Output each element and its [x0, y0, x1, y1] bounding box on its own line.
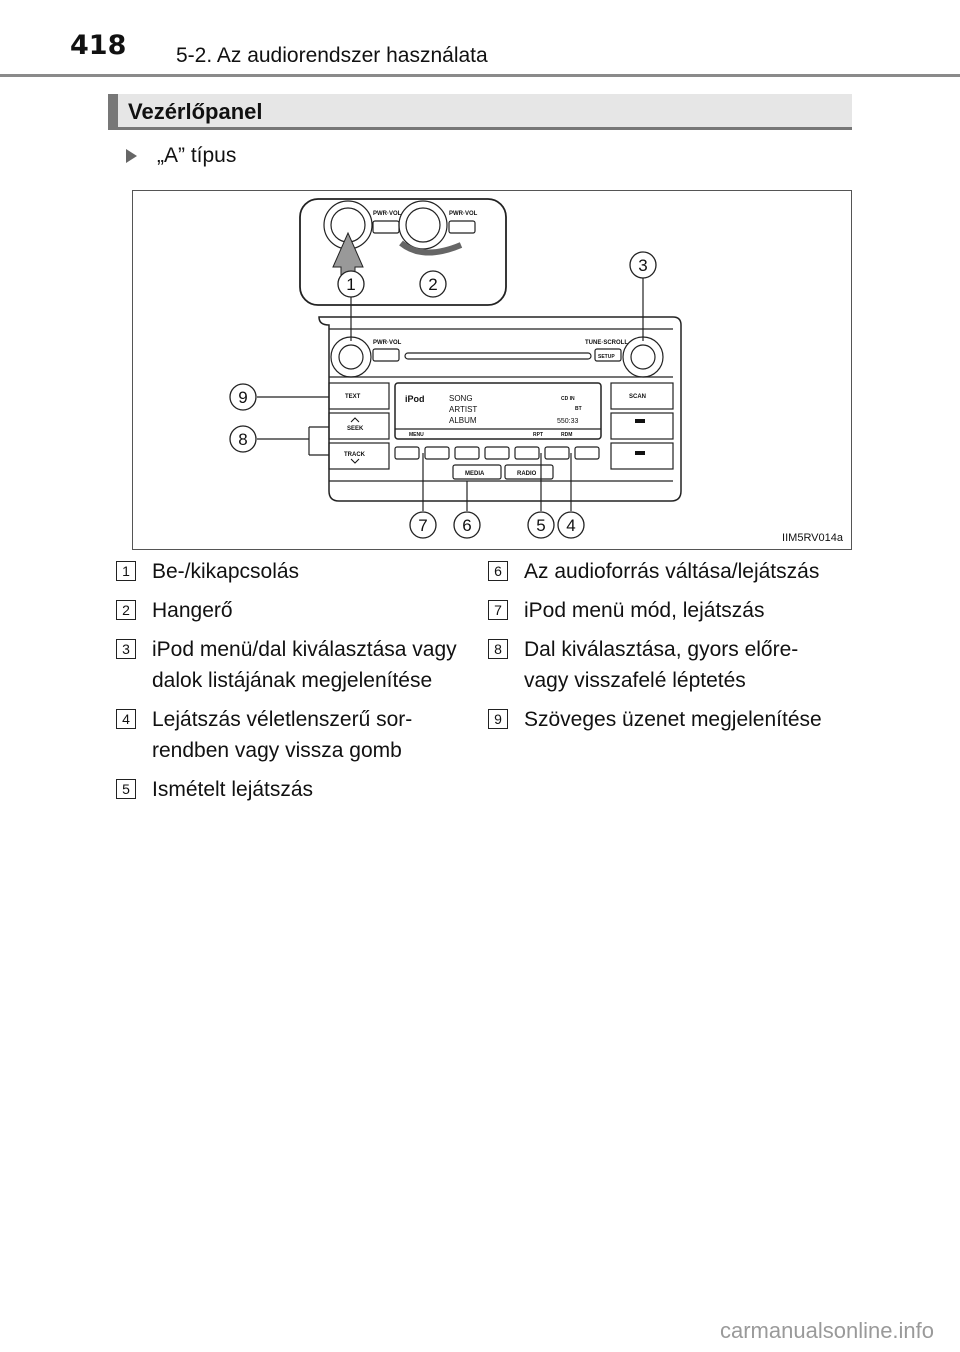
seek-label: SEEK	[347, 426, 364, 432]
legend-number: 3	[116, 639, 136, 659]
legend-number: 1	[116, 561, 136, 581]
legend-right-column: 6 Az audioforrás váltása/leját­szás 7 iP…	[488, 556, 848, 743]
setup-button-graphic	[594, 348, 622, 362]
chapter-title: 5-2. Az audiorendszer használata	[176, 44, 488, 67]
callout-7-number: 7	[418, 516, 427, 535]
screen-bt-label: BT	[575, 406, 582, 412]
text-button-label: TEXT	[345, 394, 361, 400]
callout-1-circle	[337, 270, 365, 298]
legend-number: 2	[116, 600, 136, 620]
callout-4-circle	[557, 511, 585, 539]
callout-9-circle	[229, 383, 257, 411]
legend-number: 6	[488, 561, 508, 581]
figure-code: IIM5RV014a	[782, 532, 843, 544]
legend-item: 3 iPod menü/dal kiválasztása vagy dalok …	[116, 634, 468, 696]
legend-text: iPod menü mód, lejátszás	[524, 599, 765, 622]
seek-up-arrow-icon	[350, 417, 360, 423]
phone-pickup-icon	[635, 419, 645, 423]
legend-text: Lejátszás véletlenszerű sor­rendben vagy…	[152, 708, 413, 762]
knob-inset-box	[299, 198, 507, 306]
display-screen	[394, 382, 602, 440]
pwr-vol-knob	[330, 336, 372, 378]
legend-number: 5	[116, 779, 136, 799]
screen-time-label: 550:33	[557, 418, 579, 425]
type-label: „A” típus	[157, 144, 237, 167]
screen-album-label: ALBUM	[449, 416, 477, 425]
callout-7-circle	[409, 511, 437, 539]
legend-text: Be-/kikapcsolás	[152, 560, 300, 583]
callout-4-number: 4	[566, 516, 575, 535]
track-down-arrow-icon	[350, 458, 360, 464]
screen-song-label: SONG	[449, 394, 473, 403]
legend-left-column: 1 Be-/kikapcsolás 2 Hangerő 3 iPod menü/…	[116, 556, 468, 813]
legend-text: Dal kiválasztása, gyors előre- vagy viss…	[524, 638, 799, 692]
callout-2-number: 2	[428, 275, 437, 294]
menu-label: MENU	[409, 432, 424, 438]
phone-hangup-icon	[635, 451, 645, 455]
control-panel-figure: 1 2 3 9 8 7 6 5 4 PWR·VOL PWR·VOL PWR·VO…	[132, 190, 852, 550]
legend-item: 6 Az audioforrás váltása/leját­szás	[488, 556, 848, 587]
rotate-arrow-icon	[399, 240, 463, 256]
scan-button-label: SCAN	[629, 394, 646, 400]
triangle-bullet-icon	[126, 149, 137, 163]
legend-number: 7	[488, 600, 508, 620]
setup-label: SETUP	[598, 354, 615, 360]
legend-item: 5 Ismételt lejátszás	[116, 774, 468, 805]
tune-scroll-label: TUNE·SCROLL	[585, 340, 628, 346]
legend-item: 9 Szöveges üzenet megjelenítése	[488, 704, 848, 735]
radio-label: RADIO	[517, 471, 537, 477]
screen-cd-in-label: CD IN	[561, 396, 575, 402]
section-heading-bar: Vezérlőpanel	[108, 94, 852, 130]
legend-text: iPod menü/dal kiválasztása vagy dalok li…	[152, 638, 457, 692]
screen-ipod-label: iPod	[405, 394, 425, 404]
page-header: 418 5-2. Az audiorendszer használata	[0, 0, 960, 80]
cd-slot	[404, 352, 592, 360]
legend-text: Hangerő	[152, 599, 233, 622]
legend-item: 4 Lejátszás véletlenszerű sor­rendben va…	[116, 704, 468, 766]
control-panel-illustration: 1 2 3 9 8 7 6 5 4 PWR·VOL PWR·VOL PWR·VO…	[229, 198, 682, 539]
callout-6-number: 6	[462, 516, 471, 535]
inset-knob-turn	[398, 200, 448, 250]
legend-text: Az audioforrás váltása/leját­szás	[524, 560, 820, 583]
legend-item: 2 Hangerő	[116, 595, 468, 626]
legend-item: 1 Be-/kikapcsolás	[116, 556, 468, 587]
legend-text: Szöveges üzenet megjelenítése	[524, 708, 822, 731]
screen-artist-label: ARTIST	[449, 405, 477, 414]
rpt-label: RPT	[533, 432, 543, 438]
section-title: Vezérlőpanel	[128, 99, 263, 124]
callout-5-circle	[527, 511, 555, 539]
header-divider	[0, 74, 960, 77]
pwr-vol-label: PWR·VOL	[373, 340, 402, 346]
page-number: 418	[70, 30, 127, 61]
preset-buttons	[394, 446, 600, 460]
legend-number: 9	[488, 709, 508, 729]
callout-2-circle	[419, 270, 447, 298]
callout-1-number: 1	[346, 275, 355, 294]
callout-9-number: 9	[238, 388, 247, 407]
press-hand-icon	[332, 231, 364, 276]
callout-3-number: 3	[638, 256, 647, 275]
head-unit-outline	[318, 316, 682, 502]
legend-number: 4	[116, 709, 136, 729]
media-label: MEDIA	[465, 471, 485, 477]
callout-8-number: 8	[238, 430, 247, 449]
tune-scroll-knob	[622, 336, 664, 378]
rdm-label: RDM	[561, 432, 572, 438]
legend-item: 8 Dal kiválasztása, gyors előre- vagy vi…	[488, 634, 848, 696]
legend-number: 8	[488, 639, 508, 659]
callout-5-number: 5	[536, 516, 545, 535]
legend-text: Ismételt lejátszás	[152, 778, 314, 801]
inset-pwr-vol-label-2: PWR·VOL	[449, 211, 478, 217]
track-label: TRACK	[344, 452, 366, 458]
inset-pwr-vol-label-1: PWR·VOL	[373, 211, 402, 217]
callout-8-circle	[229, 425, 257, 453]
watermark: carmanualsonline.info	[720, 1318, 935, 1343]
legend-item: 7 iPod menü mód, lejátszás	[488, 595, 848, 626]
type-subheading: „A” típus	[126, 144, 236, 168]
callout-6-circle	[453, 511, 481, 539]
callout-3-circle	[629, 251, 657, 279]
